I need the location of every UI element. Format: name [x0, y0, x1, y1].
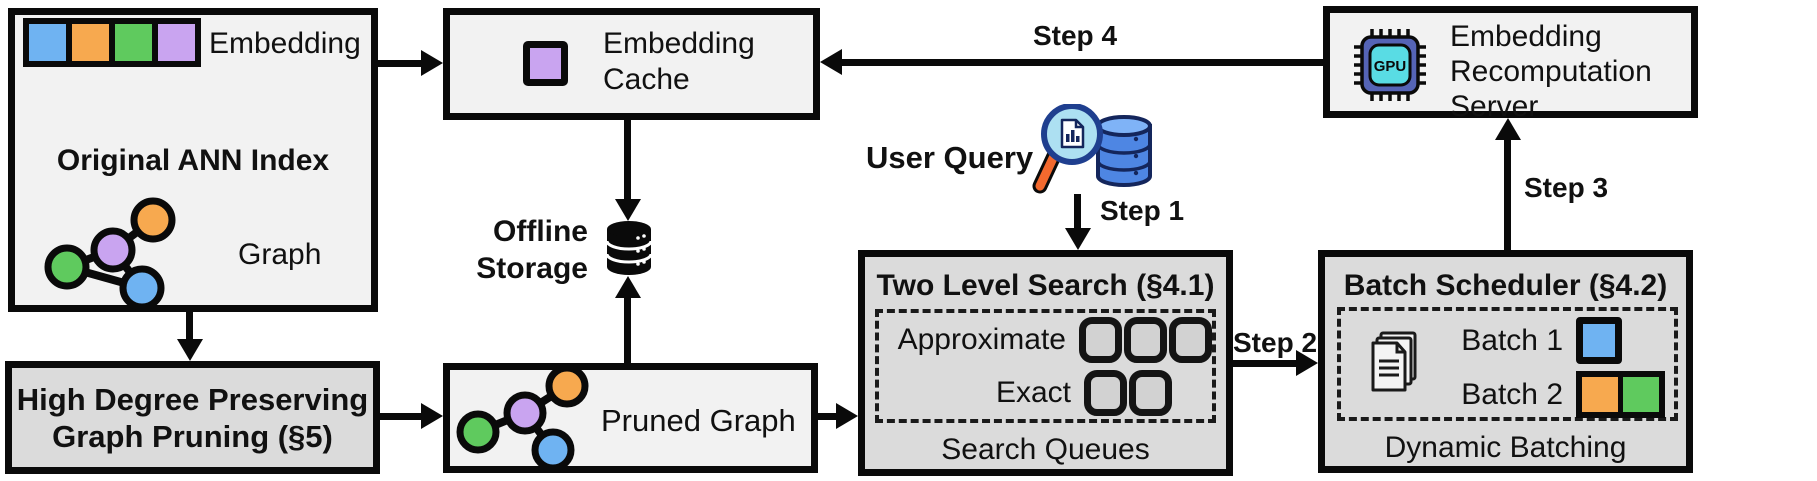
- two-level-search-box: Two Level Search (§4.1) Approximate Exac…: [858, 250, 1233, 476]
- queue-slot: [1124, 316, 1167, 363]
- step1-label: Step 1: [1100, 195, 1185, 226]
- arrow-pruned-to-storage: [624, 296, 631, 363]
- documents-icon: [1371, 331, 1417, 392]
- arrowhead-step4: [820, 49, 842, 75]
- embedding-cell-green: [115, 24, 152, 61]
- exact-label: Exact: [995, 375, 1071, 409]
- batch-2-swatches: [1576, 371, 1665, 418]
- arrow-step4: [838, 59, 1323, 66]
- queue-slot: [1169, 316, 1212, 363]
- recomputation-server-box: GPU Embedding Recomputation Server: [1323, 6, 1698, 123]
- arrowhead-ann-to-cache: [421, 50, 443, 76]
- queue-slot: [1129, 369, 1172, 416]
- dynamic-batching-panel: Batch 1 Batch 2: [1337, 307, 1678, 421]
- arrowhead-step3: [1495, 118, 1521, 140]
- batch-scheduler-box: Batch Scheduler (§4.2) Batch 1 Batch 2: [1318, 250, 1693, 473]
- batch-1-swatch-blue: [1576, 317, 1622, 364]
- original-ann-index-box: Embedding Original ANN Index Graph: [8, 8, 378, 312]
- offline-storage-label: Offline Storage: [476, 215, 588, 285]
- two-level-search-title: Two Level Search (§4.1): [876, 269, 1215, 302]
- database-icon: [605, 221, 653, 275]
- batch-scheduler-title: Batch Scheduler (§4.2): [1343, 269, 1668, 302]
- arrow-step2: [1233, 360, 1297, 367]
- arrowhead-ann-to-pruning: [177, 339, 203, 361]
- pruned-graph-icon: [456, 364, 589, 472]
- graph-label: Graph: [238, 238, 322, 271]
- arrow-cache-to-storage: [624, 120, 631, 202]
- embedding-cache-box: Embedding Cache: [443, 8, 820, 120]
- batch-2-swatch-orange: [1582, 377, 1618, 412]
- pruned-graph-box: Pruned Graph: [443, 363, 818, 473]
- exact-queue-row: Exact: [879, 366, 1212, 419]
- batch-1-label: Batch 1: [1461, 323, 1563, 357]
- exact-queue-slots: [1084, 369, 1172, 416]
- pruned-graph-label: Pruned Graph: [601, 403, 796, 438]
- arrow-ann-to-cache: [376, 60, 424, 67]
- arrow-pruning-to-pruned: [380, 413, 423, 420]
- original-ann-index-title: Original ANN Index: [56, 144, 330, 177]
- search-queues-caption: Search Queues: [941, 433, 1150, 466]
- arrowhead-pruning-to-pruned: [421, 403, 443, 429]
- batch-2-row: Batch 2: [1453, 371, 1665, 418]
- embedding-cell-blue: [29, 24, 66, 61]
- user-query-label: User Query: [866, 140, 1034, 175]
- arrowhead-step1: [1065, 228, 1091, 250]
- embedding-cell-purple: [158, 24, 195, 61]
- arrowhead-pruned-to-storage: [615, 276, 641, 298]
- arrow-step1: [1074, 194, 1081, 230]
- batch-1-row: Batch 1: [1453, 317, 1622, 364]
- step4-label: Step 4: [1032, 20, 1118, 51]
- graph-pruning-box: High Degree Preserving Graph Pruning (§5…: [5, 361, 380, 474]
- batch-2-label: Batch 2: [1461, 377, 1563, 411]
- arrow-ann-to-pruning: [186, 312, 193, 340]
- dynamic-batching-caption: Dynamic Batching: [1384, 431, 1627, 464]
- arrowhead-cache-to-storage: [615, 199, 641, 221]
- batch-2-swatch-green: [1623, 377, 1659, 412]
- graph-icon: [44, 197, 176, 311]
- search-queues-panel: Approximate Exact: [875, 309, 1216, 423]
- embedding-label: Embedding: [209, 27, 361, 60]
- cached-embedding-swatch: [523, 41, 568, 86]
- step2-label: Step 2: [1233, 327, 1318, 358]
- query-search-icon: [1032, 104, 1152, 194]
- approximate-queue-row: Approximate: [879, 313, 1212, 366]
- queue-slot: [1079, 316, 1122, 363]
- arrowhead-pruned-to-search: [836, 403, 858, 429]
- recomputation-server-label: Embedding Recomputation Server: [1450, 20, 1652, 123]
- graph-pruning-title: High Degree Preserving Graph Pruning (§5…: [16, 381, 369, 454]
- embedding-cell-orange: [72, 24, 109, 61]
- gpu-icon: GPU: [1354, 29, 1426, 101]
- approximate-label: Approximate: [897, 322, 1066, 356]
- gpu-icon-label: GPU: [1374, 58, 1407, 75]
- arrowhead-step2: [1296, 350, 1318, 376]
- embedding-cache-label: Embedding Cache: [603, 27, 755, 96]
- embedding-vector-icon: [23, 18, 201, 67]
- step3-label: Step 3: [1524, 172, 1609, 203]
- queue-slot: [1084, 369, 1127, 416]
- approximate-queue-slots: [1079, 316, 1212, 363]
- arrow-step3: [1504, 138, 1511, 250]
- arrow-pruned-to-search: [818, 413, 838, 420]
